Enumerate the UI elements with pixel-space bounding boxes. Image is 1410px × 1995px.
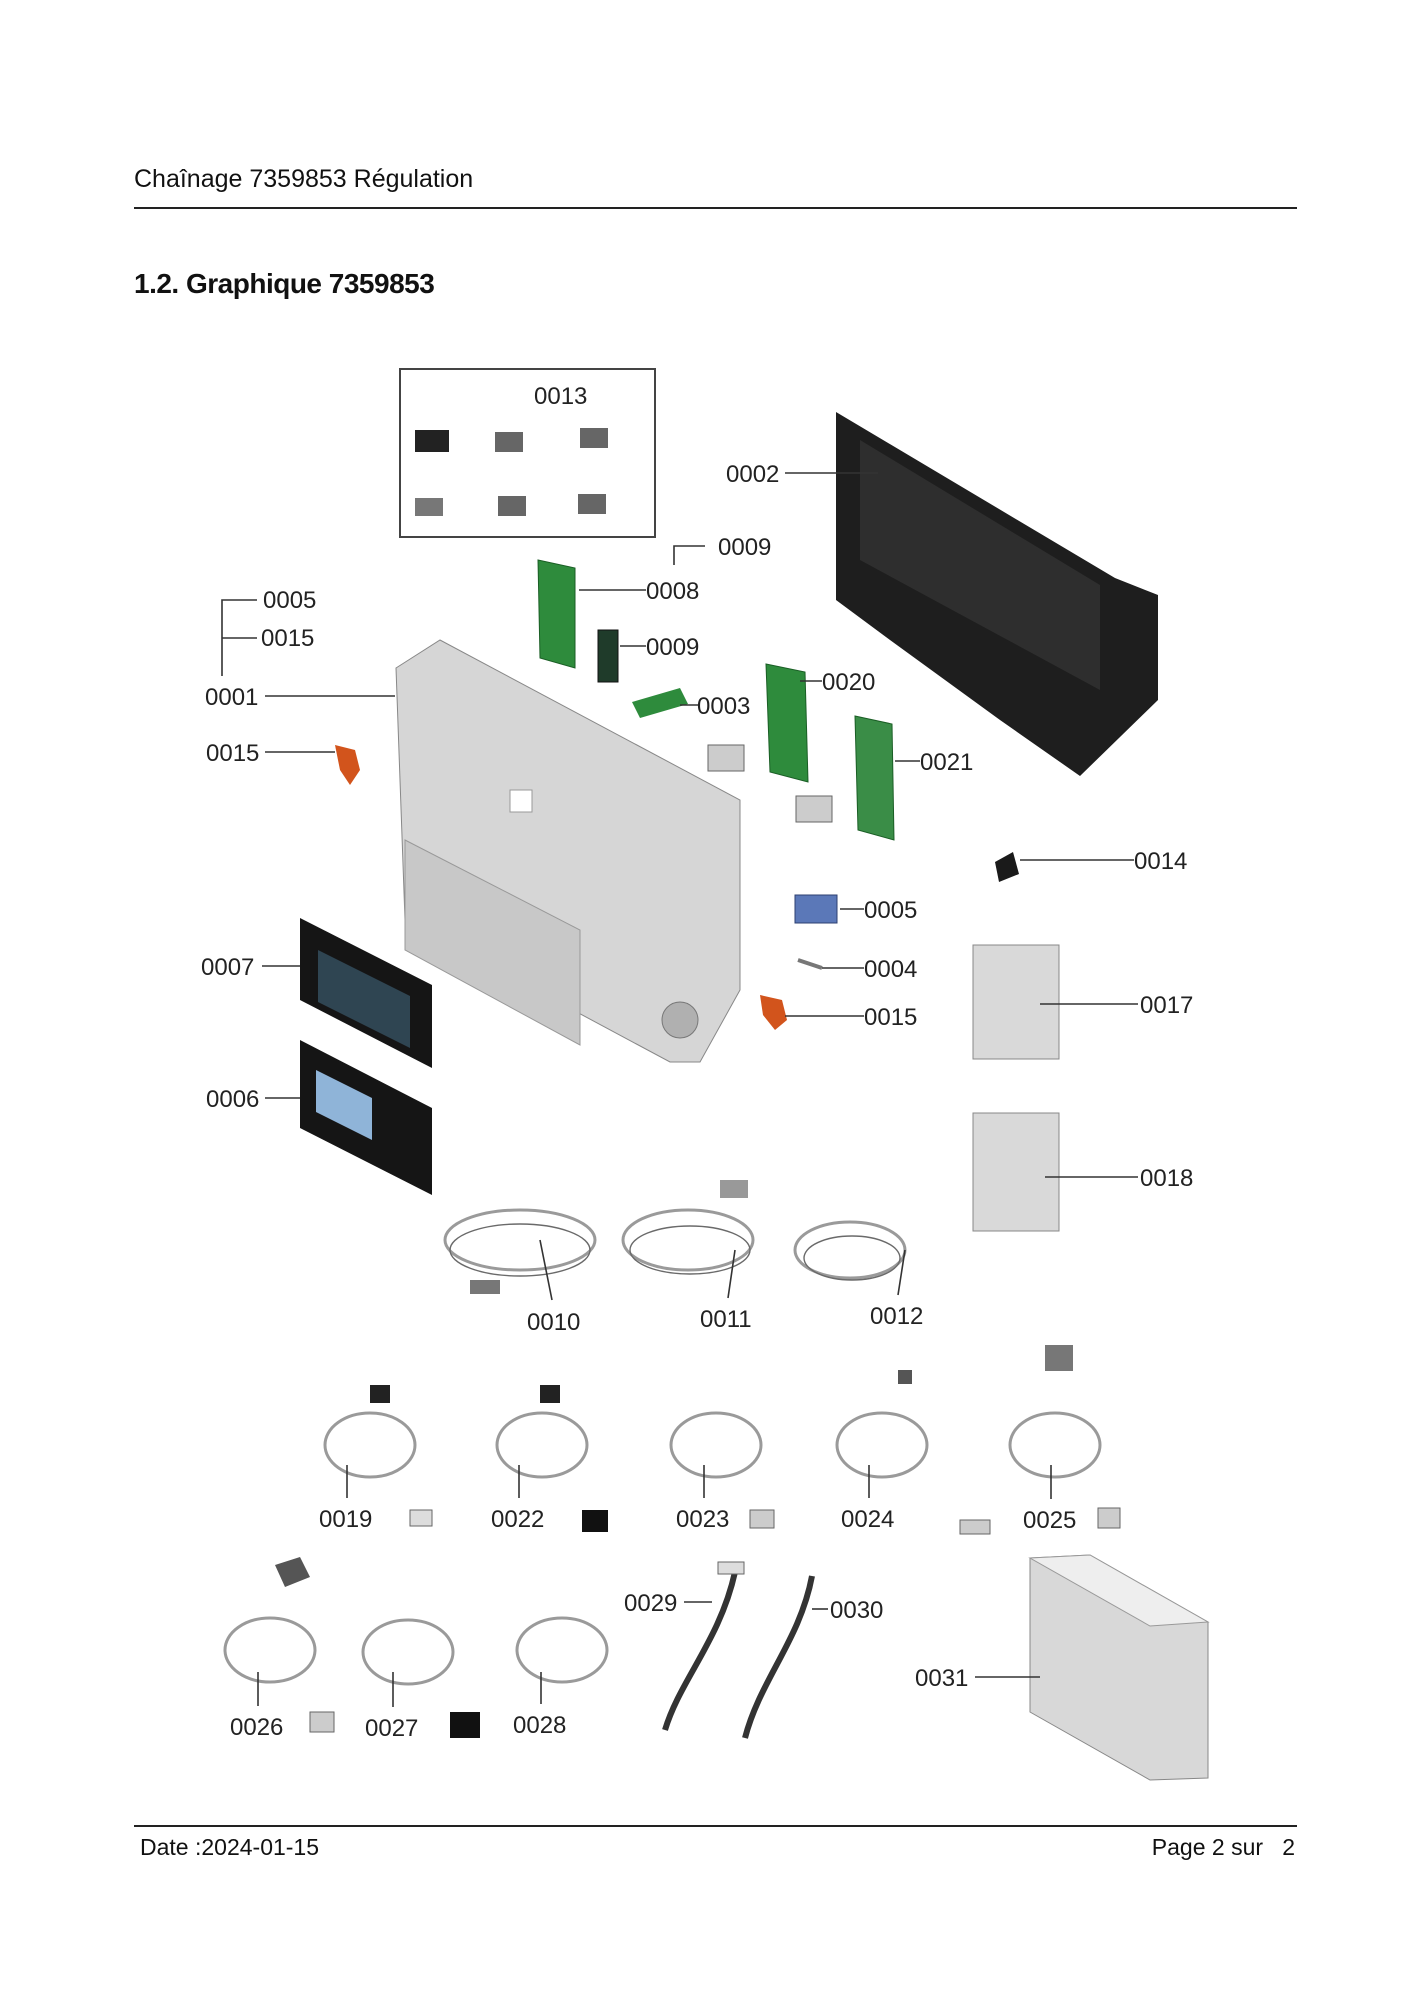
label-0003: 0003 [697, 693, 750, 720]
label-0015: 0015 [261, 625, 314, 652]
label-0031: 0031 [915, 1665, 968, 1692]
label-0018: 0018 [1140, 1165, 1193, 1192]
part-0018-module [972, 1112, 1060, 1232]
part-0005-connector [794, 894, 838, 924]
part-0022-cable [495, 1385, 608, 1532]
part-0008-circuit-board [537, 559, 576, 669]
label-0006: 0006 [206, 1086, 259, 1113]
part-0030-ribbon-cable [742, 1575, 815, 1739]
section-heading: 1.2. Graphique 7359853 [134, 268, 435, 299]
header-divider [134, 207, 1297, 209]
part-0019-cable [323, 1385, 433, 1527]
part-0002-back-housing [836, 412, 1158, 776]
footer-divider [134, 1825, 1297, 1827]
label-0007: 0007 [201, 954, 254, 981]
part-0012-cable-harness [793, 1220, 907, 1281]
part-0001-control-module [395, 639, 741, 1063]
part-0031-enclosure [1028, 1554, 1210, 1781]
label-0023: 0023 [676, 1506, 729, 1533]
part-0006-display-panel [300, 1040, 432, 1195]
label-0022: 0022 [491, 1506, 544, 1533]
part-0007-touch-display [300, 918, 432, 1068]
label-0029: 0029 [624, 1590, 677, 1617]
part-0025-cable [1008, 1345, 1121, 1529]
footer-date: Date :2024-01-15 [140, 1834, 320, 1860]
label-0011: 0011 [700, 1306, 752, 1333]
label-0028: 0028 [513, 1712, 566, 1739]
label-0026: 0026 [230, 1714, 283, 1741]
label-0004: 0004 [864, 956, 917, 983]
label-0009: 0009 [718, 534, 771, 561]
label-0025: 0025 [1023, 1507, 1076, 1534]
label-0013: 0013 [534, 383, 587, 410]
part-0017-module [972, 944, 1060, 1060]
label-0015-c: 0015 [864, 1004, 917, 1031]
part-0027-cable [361, 1618, 480, 1738]
part-0020-circuit-board [765, 663, 809, 783]
part-0003-small-board [632, 688, 688, 718]
label-0012: 0012 [870, 1303, 923, 1330]
part-0029-ribbon-cable [662, 1561, 745, 1731]
leader-lines [221, 472, 1138, 1707]
label-0005-b: 0005 [864, 897, 917, 924]
part-0026-cable [223, 1557, 335, 1733]
part-0014-bracket [995, 852, 1019, 882]
part-0010-cable-harness [443, 1208, 597, 1294]
part-0028-cable [515, 1616, 609, 1684]
part-labels: 0013 0002 0009 0008 0005 0015 0009 0001 … [201, 383, 1193, 1742]
label-0008: 0008 [646, 578, 699, 605]
part-0015-clip [335, 745, 360, 785]
part-0015-clip-2 [760, 995, 787, 1030]
footer-page-number: Page 2 sur 2 [1151, 1834, 1295, 1860]
label-0010: 0010 [527, 1309, 580, 1336]
label-0001: 0001 [205, 684, 258, 711]
label-0017: 0017 [1140, 992, 1193, 1019]
part-0013-connector-set [399, 368, 656, 538]
part-0004-pin [797, 958, 823, 970]
part-0023-cable [669, 1411, 775, 1529]
part-0009-display-board [597, 629, 619, 683]
label-0027: 0027 [365, 1715, 418, 1742]
label-0021: 0021 [920, 749, 973, 776]
label-0009-b: 0009 [646, 634, 699, 661]
label-0015-b: 0015 [206, 740, 259, 767]
part-0011-cable-harness [621, 1180, 755, 1275]
label-0005: 0005 [263, 587, 316, 614]
label-0030: 0030 [830, 1597, 883, 1624]
part-0021-circuit-board [854, 715, 895, 841]
part-0024-cable [835, 1370, 991, 1535]
label-0019: 0019 [319, 1506, 372, 1533]
label-0002: 0002 [726, 461, 779, 488]
document-header-title: Chaînage 7359853 Régulation [134, 165, 474, 193]
label-0020: 0020 [822, 669, 875, 696]
label-0014: 0014 [1134, 848, 1187, 875]
label-0024: 0024 [841, 1506, 894, 1533]
